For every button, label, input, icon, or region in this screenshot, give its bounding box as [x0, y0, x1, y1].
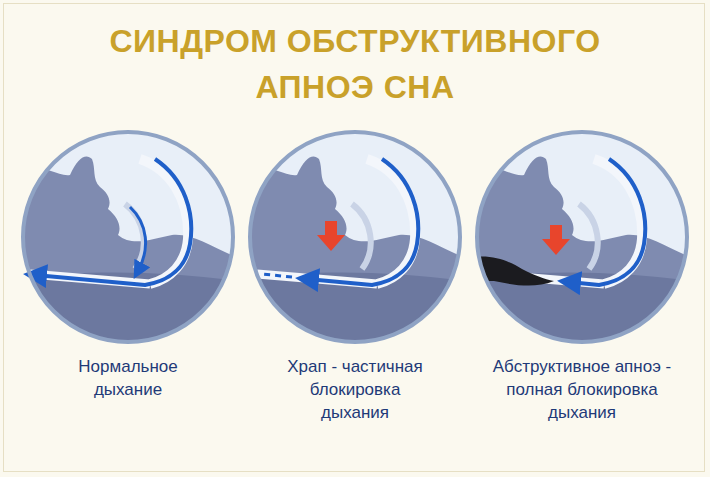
- scene-caption: Нормальное дыхание: [63, 355, 193, 401]
- circle-outline: [474, 129, 690, 345]
- diagram-title: СИНДРОМ ОБСТРУКТИВНОГО АПНОЭ СНА: [85, 18, 625, 110]
- scene-caption: Абструктивное апноэ - полная блокировка …: [472, 355, 692, 424]
- scene-circle: Храп - частичная блокировка дыхания: [247, 129, 463, 345]
- circle-outline: [247, 129, 463, 345]
- scene-caption: Храп - частичная блокировка дыхания: [275, 355, 435, 424]
- scene-circle: Абструктивное апноэ - полная блокировка …: [474, 129, 690, 345]
- circle-outline: [20, 129, 236, 345]
- scene-circle: Нормальное дыхание: [20, 129, 236, 345]
